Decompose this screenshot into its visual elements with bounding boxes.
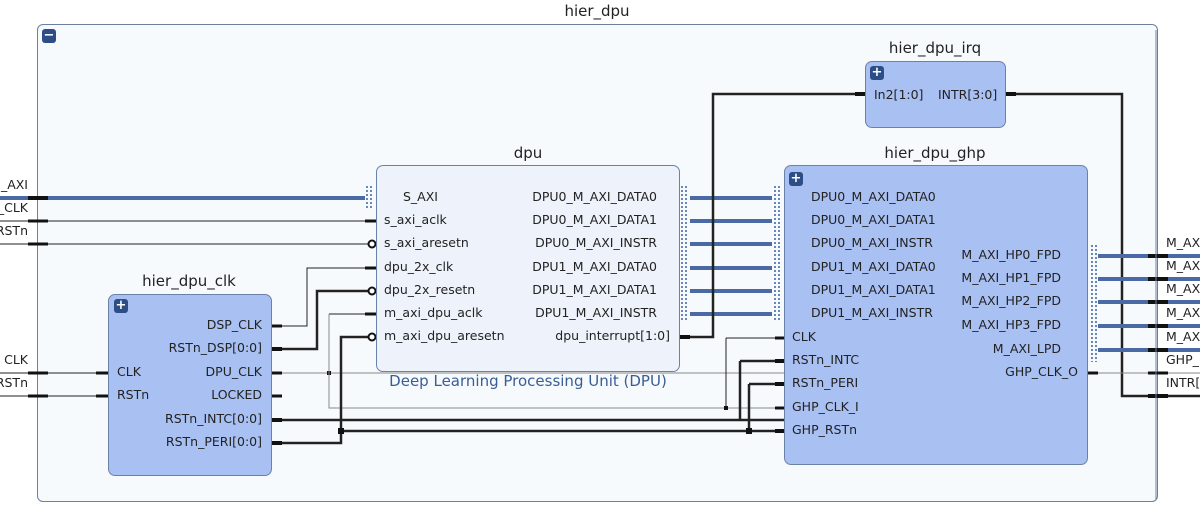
clk-output-pin: DSP_CLK: [206, 317, 262, 332]
dpu-input-pin: dpu_2x_clk: [384, 259, 454, 274]
dpu-input-pin: dpu_2x_resetn: [384, 282, 476, 297]
interrupt-wire[interactable]: [690, 92, 865, 339]
dpu-input-pin: m_axi_dpu_aclk: [384, 305, 483, 320]
hier-dpu-irq-title: hier_dpu_irq: [888, 39, 982, 57]
hier-dpu-title: hier_dpu: [564, 2, 630, 20]
ghp-input-pin: DPU0_M_AXI_DATA0: [811, 189, 936, 204]
expand-clk-button[interactable]: +: [114, 299, 128, 313]
ghp-clk-i-wire[interactable]: [328, 314, 785, 409]
hier-dpu-ghp-block[interactable]: [784, 165, 1088, 465]
external-port-left[interactable]: RSTn: [0, 223, 28, 238]
plus-icon: +: [871, 65, 883, 80]
dpu-subtitle: Deep Learning Processing Unit (DPU): [389, 372, 667, 390]
dpu-block[interactable]: [376, 165, 680, 372]
ghp-input-pin: GHP_RSTn: [792, 422, 858, 437]
hier-dpu-irq-block[interactable]: [865, 61, 1006, 128]
ghp-input-pin: RSTn_INTC: [792, 352, 860, 367]
dpu-output-pin: DPU1_M_AXI_DATA0: [532, 259, 657, 274]
ghp-input-pin: DPU1_M_AXI_INSTR: [811, 305, 933, 320]
dpu-output-pin: DPU0_M_AXI_DATA1: [532, 212, 657, 227]
ghp-input-pin: DPU1_M_AXI_DATA0: [811, 259, 936, 274]
external-port-right[interactable]: M_AX: [1166, 281, 1200, 296]
irq-in-pin: In2[1:0]: [874, 87, 924, 102]
dpu-output-pin: DPU0_M_AXI_DATA0: [532, 189, 657, 204]
ghp-output-pin: M_AXI_HP3_FPD: [961, 317, 1061, 332]
ghp-output-pin: M_AXI_HP2_FPD: [961, 293, 1061, 308]
external-port-left[interactable]: CLK: [4, 352, 28, 367]
dpu-input-pin: s_axi_aclk: [384, 212, 447, 227]
junction-dot: [338, 428, 344, 434]
dpu-input-pin: S_AXI: [403, 189, 438, 204]
clk-output-pin: RSTn_PERI[0:0]: [165, 434, 262, 449]
clk-output-pin: RSTn_INTC[0:0]: [165, 411, 262, 426]
ghp-input-pin: DPU1_M_AXI_DATA1: [811, 282, 936, 297]
rstn-dsp-wire[interactable]: [282, 289, 368, 351]
rstn-peri-wire[interactable]: [282, 335, 368, 445]
external-port-right[interactable]: GHP_: [1166, 352, 1199, 367]
external-port-right[interactable]: M_AX: [1166, 305, 1200, 320]
ghp-input-pin: DPU0_M_AXI_INSTR: [811, 235, 933, 250]
clk-input-pin: RSTn: [117, 387, 150, 402]
expand-irq-button[interactable]: +: [870, 66, 884, 80]
external-port-left[interactable]: RSTn: [0, 375, 28, 390]
external-port-right[interactable]: INTR[: [1166, 375, 1200, 390]
ghp-output-pin: GHP_CLK_O: [1005, 364, 1078, 379]
expand-ghp-button[interactable]: +: [789, 172, 803, 186]
plus-icon: +: [790, 171, 802, 186]
clk-output-pin: LOCKED: [211, 387, 262, 402]
ghp-input-pin: CLK: [792, 329, 816, 344]
dpu-title: dpu: [513, 144, 543, 162]
active-low-marker: [367, 332, 377, 342]
hier-dpu-clk-title: hier_dpu_clk: [142, 272, 236, 290]
clk-output-pin: RSTn_DSP[0:0]: [168, 340, 262, 355]
hier-dpu-ghp-title: hier_dpu_ghp: [884, 144, 986, 162]
junction-dot: [746, 428, 752, 434]
dpu-input-pin: m_axi_dpu_aresetn: [384, 328, 505, 343]
ghp-output-pin: M_AXI_LPD: [992, 341, 1061, 356]
active-low-marker: [367, 239, 377, 249]
plus-icon: +: [115, 298, 127, 313]
ghp-input-pin: DPU0_M_AXI_DATA1: [811, 212, 936, 227]
external-port-right[interactable]: M_AX: [1166, 329, 1200, 344]
junction-dot: [724, 406, 728, 410]
external-port-right[interactable]: M_AX: [1166, 235, 1200, 250]
dpu-output-pin: DPU1_M_AXI_DATA1: [532, 282, 657, 297]
dpu-output-pin: DPU0_M_AXI_INSTR: [535, 235, 657, 250]
dpu-input-pin: s_axi_aresetn: [384, 235, 469, 250]
clk-input-pin: CLK: [117, 364, 141, 379]
ghp-output-pin: M_AXI_HP1_FPD: [961, 270, 1061, 285]
ghp-output-pin: M_AXI_HP0_FPD: [961, 247, 1061, 262]
collapse-button[interactable]: −: [42, 29, 56, 43]
ghp-input-pin: GHP_CLK_I: [792, 399, 859, 414]
ghp-input-pin: RSTn_PERI: [792, 375, 859, 390]
hier-dpu-clk-block[interactable]: [108, 294, 272, 476]
irq-out-pin: INTR[3:0]: [938, 87, 998, 102]
clk-output-pin: DPU_CLK: [205, 364, 262, 379]
dpu-output-pin: dpu_interrupt[1:0]: [555, 328, 670, 343]
active-low-marker: [367, 286, 377, 296]
minus-icon: −: [43, 28, 55, 43]
dpu-output-pin: DPU1_M_AXI_INSTR: [535, 305, 657, 320]
external-port-left[interactable]: _CLK: [0, 200, 28, 215]
external-port-right[interactable]: M_AX: [1166, 258, 1200, 273]
external-port-left[interactable]: _AXI: [0, 177, 28, 192]
dsp-clk-wire[interactable]: [282, 267, 376, 327]
